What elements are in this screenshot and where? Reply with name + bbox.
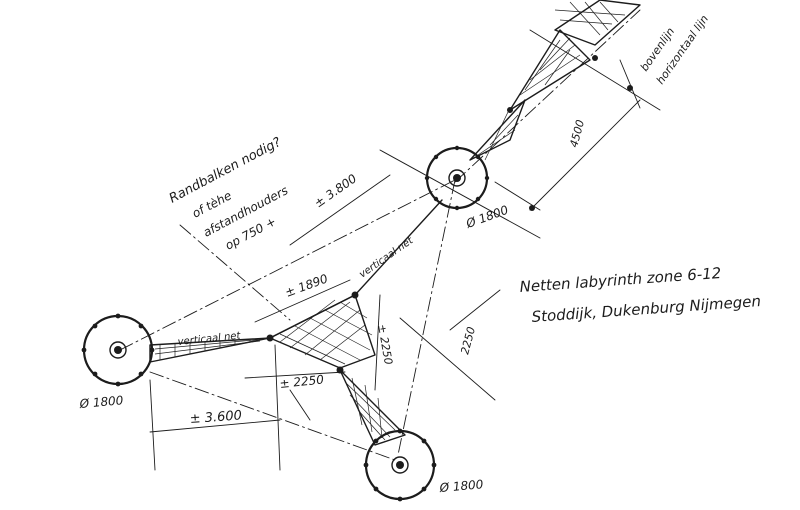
pole-left-diameter: Ø 1800 — [78, 393, 124, 411]
net-nodes — [266, 55, 633, 374]
net-top — [469, 0, 641, 161]
net-center — [269, 294, 376, 369]
center-lines — [119, 9, 661, 461]
dimension-lines — [149, 59, 641, 471]
title-line2: Stoddijk, Dukenburg Nijmegen — [531, 292, 762, 326]
dim-2250: ± 2250 — [279, 372, 325, 391]
dim-1890: ± 1890 — [283, 271, 330, 299]
title-line1: Netten labyrinth zone 6-12 — [519, 264, 722, 296]
dim-2250-b: ± 2250 — [375, 323, 395, 365]
net-left — [149, 337, 271, 363]
dim-3800: ± 3.800 — [312, 171, 360, 210]
pole-bottom — [363, 428, 437, 502]
pole-bottom-diameter: Ø 1800 — [438, 477, 484, 495]
net-bottom — [339, 369, 406, 446]
pole-left — [81, 313, 155, 387]
label-vertical-net-1: verticaal net — [357, 235, 416, 281]
dim-3600: ± 3.600 — [189, 408, 242, 427]
pole-top — [424, 145, 490, 211]
pole-top-diameter: Ø 1800 — [463, 203, 510, 232]
dim-4500: 4500 — [567, 118, 587, 148]
dim-2250-c: 2250 — [458, 325, 478, 355]
